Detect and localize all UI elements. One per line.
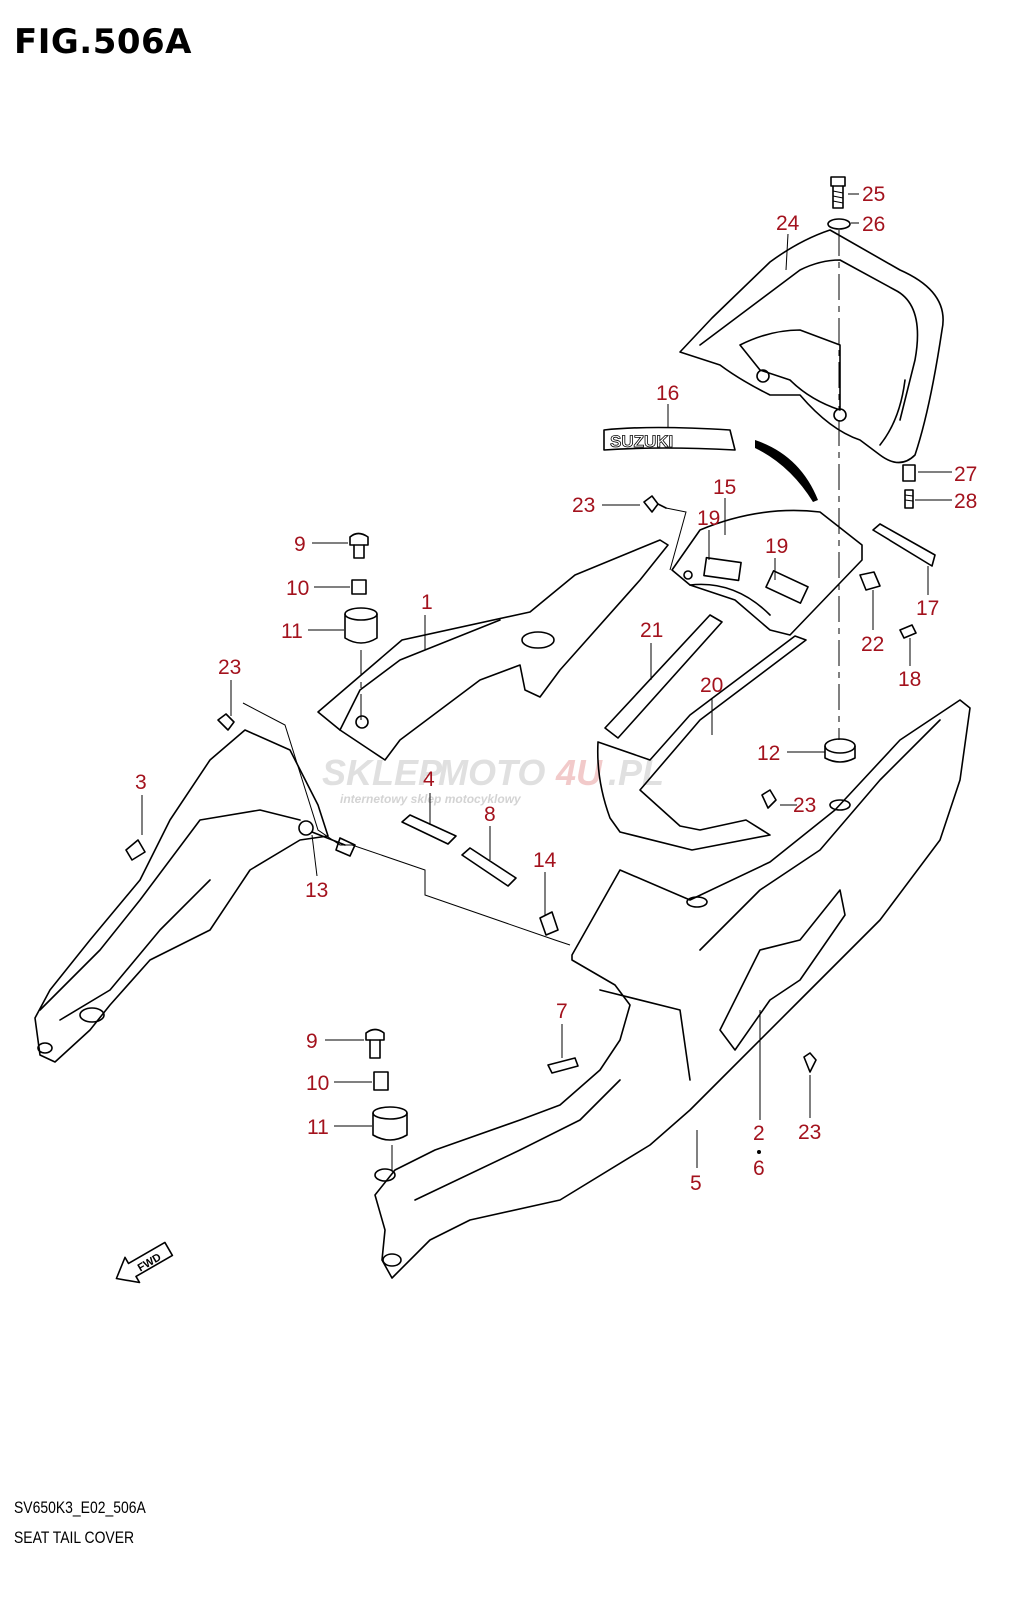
callout-19-right: 19: [765, 535, 788, 558]
rear-cover-15: [671, 509, 863, 636]
bolt-25: [830, 176, 846, 209]
collar-27: [902, 464, 916, 482]
side-frame-cover-1: [317, 539, 669, 761]
callout-21: 21: [640, 619, 663, 642]
callout-17: 17: [916, 597, 939, 620]
callout-6: 6: [753, 1157, 765, 1180]
callout-11-lower: 11: [307, 1116, 329, 1139]
callout-24: 24: [776, 212, 800, 235]
callout-2: 2: [753, 1122, 765, 1145]
callout-dot-2-6: [757, 1150, 761, 1154]
callout-14: 14: [533, 849, 557, 872]
callout-23-left: 23: [218, 656, 241, 679]
callout-15: 15: [713, 476, 736, 499]
screw-9-lower: [365, 1028, 385, 1059]
rubber-strip-17: [872, 523, 936, 567]
clip-23-right: [803, 1052, 817, 1073]
callout-8: 8: [484, 803, 496, 826]
watermark-brand-3: 4U: [555, 752, 603, 793]
callout-23-mid: 23: [793, 794, 816, 817]
callout-11-upper: 11: [281, 620, 303, 643]
callout-16: 16: [656, 382, 679, 405]
callout-22: 22: [861, 633, 884, 656]
bracket-20: [596, 635, 807, 851]
grab-handle-24: [679, 229, 944, 464]
seat-tail-cover-5: [374, 699, 971, 1279]
callout-5: 5: [690, 1172, 702, 1195]
fwd-arrow: FWD: [115, 1241, 174, 1284]
seal-21: [604, 614, 723, 739]
bolt-13: [298, 820, 356, 857]
callout-13: 13: [305, 879, 328, 902]
callout-18: 18: [898, 668, 921, 691]
tape-8: [461, 847, 517, 887]
grommet-12: [824, 738, 856, 763]
watermark-tagline: internetowy sklep motocyklowy: [340, 792, 522, 806]
assembly-line-13: [242, 702, 571, 946]
callout-1: 1: [421, 591, 433, 614]
callout-9-upper: 9: [294, 533, 306, 556]
pad-7: [547, 1057, 579, 1074]
callout-27: 27: [954, 463, 977, 486]
clip-23-top: [643, 495, 667, 513]
leader-lines: [141, 193, 952, 1168]
callout-10-lower: 10: [306, 1072, 329, 1095]
assembly-line-23-top: [665, 507, 687, 571]
collar-10-upper: [351, 579, 367, 595]
screw-9-upper: [349, 532, 369, 559]
callout-9-lower: 9: [306, 1030, 318, 1053]
callout-28: 28: [954, 490, 977, 513]
callout-10-upper: 10: [286, 577, 309, 600]
callout-4: 4: [423, 768, 435, 791]
clip-14: [539, 911, 559, 936]
watermark-brand-2: MOTO: [438, 752, 545, 793]
callout-19-left: 19: [697, 507, 720, 530]
callout-23-top: 23: [572, 494, 595, 517]
callout-7: 7: [556, 1000, 568, 1023]
callout-3: 3: [135, 771, 147, 794]
nut-clip-22: [859, 571, 881, 591]
tape-4: [401, 814, 457, 845]
screw-28: [904, 489, 914, 509]
washer-26: [827, 218, 851, 230]
fwd-label: FWD: [136, 1251, 164, 1274]
figure-code: SV650K3_E02_506A: [14, 1498, 146, 1517]
suzuki-emblem-16: SUZUKI: [603, 426, 736, 451]
callout-12: 12: [757, 742, 780, 765]
pad-3: [125, 839, 146, 861]
callout-23-right: 23: [798, 1121, 821, 1144]
grommet-11-lower: [372, 1106, 408, 1141]
tail-cover-left: [34, 729, 329, 1063]
pad-18: [899, 624, 917, 639]
callout-20: 20: [700, 674, 723, 697]
grommet-11-upper: [344, 607, 378, 644]
emblem-text: SUZUKI: [610, 432, 673, 451]
watermark: SKLEP MOTO 4U .PL internetowy sklep moto…: [322, 752, 664, 806]
callout-numbers: 1 2 3 4 5 6 7 8 9 9 10 10 11 11 12 13 14…: [135, 183, 977, 1195]
figure-title: FIG.506A: [14, 22, 192, 62]
washer-12: [829, 799, 851, 811]
figure-name: SEAT TAIL COVER: [14, 1528, 135, 1547]
collar-10-lower: [373, 1071, 389, 1091]
clip-23-mid: [761, 789, 777, 809]
callout-26: 26: [862, 213, 885, 236]
tail-stripe: [755, 440, 818, 502]
clip-23-left: [217, 713, 235, 731]
callout-25: 25: [862, 183, 885, 206]
